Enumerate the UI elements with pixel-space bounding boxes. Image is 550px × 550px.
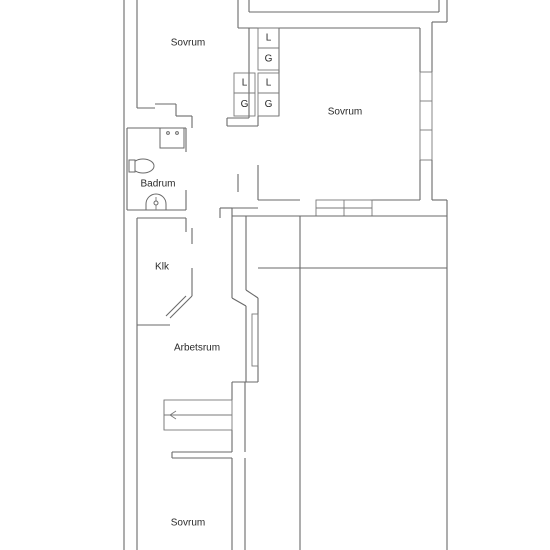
room-label-right-bedroom: Sovrum [328,107,362,118]
room-label-office: Arbetsrum [174,343,220,354]
wardrobe-left-l: L [242,78,248,89]
right-bedroom-walls [258,71,448,550]
wardrobe-grid: L G L G L G [233,27,280,117]
office-window [251,313,259,367]
sink-icon [159,127,185,149]
bathroom-fixtures [128,127,185,211]
right-bedroom-window [315,199,373,217]
wardrobe-right-l: L [266,78,272,89]
wardrobe-left-g: G [241,99,249,110]
left-outer-wall [123,0,138,550]
room-label-top-bedroom: Sovrum [171,38,205,49]
staircase [163,399,233,431]
top-right-structure [237,0,448,72]
room-labels: Sovrum Sovrum Badrum Klk Arbetsrum Sovru… [140,38,362,529]
room-label-bottom-bedroom: Sovrum [171,518,205,529]
interior-block [171,207,447,550]
wardrobe-top-g: G [265,54,273,65]
room-label-bathroom: Badrum [140,179,175,190]
wardrobe-right-g: G [265,99,273,110]
wardrobe-top-l: L [266,33,272,44]
room-label-closet: Klk [155,262,170,273]
